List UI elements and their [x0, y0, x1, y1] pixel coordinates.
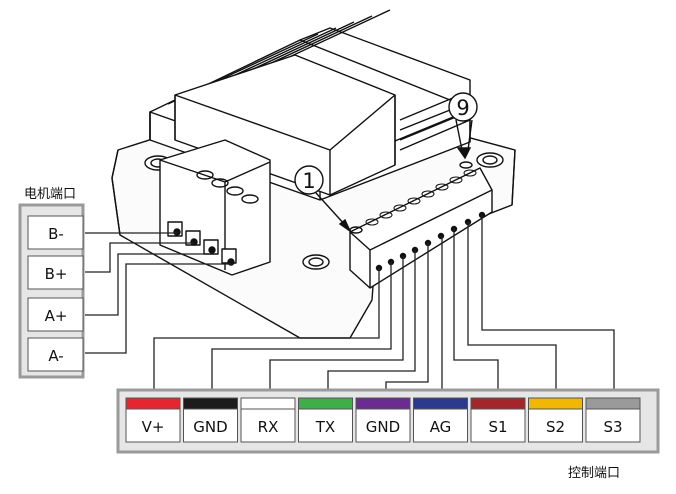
- motor-pin-b-plus: B+: [27, 255, 84, 290]
- wires: [85, 215, 615, 398]
- wire-v-plus: [153, 268, 380, 398]
- motor-pin-label: B+: [45, 265, 68, 283]
- wire-a-plus: [85, 253, 212, 316]
- control-pin-label: GND: [193, 418, 227, 436]
- control-pin-label: S1: [488, 418, 507, 436]
- wire-s3: [481, 215, 615, 398]
- wire-color-stripe: [183, 397, 238, 410]
- control-port-title: 控制端口: [568, 466, 620, 481]
- callout-pin-9: 9: [448, 92, 478, 122]
- wire-rx: [269, 256, 404, 398]
- wire-color-stripe: [298, 397, 353, 410]
- control-pin-label: S2: [546, 418, 565, 436]
- control-pin-s3-8: S3: [585, 397, 641, 443]
- wire-s1: [453, 229, 499, 398]
- control-pin-label: V+: [142, 418, 165, 436]
- wire-s2: [467, 222, 557, 398]
- wire-color-stripe: [470, 397, 526, 410]
- wire-a-minus: [85, 263, 231, 354]
- wire-b-plus: [85, 242, 194, 273]
- motor-pin-label: B-: [48, 225, 64, 243]
- control-pin-ag-5: AG: [413, 397, 468, 443]
- driver-module-illustration: [111, 9, 516, 339]
- control-pin-gnd-4: GND: [355, 397, 411, 443]
- motor-pin-label: A+: [45, 307, 68, 325]
- wire-color-stripe: [355, 397, 411, 410]
- pin-callout-arrows: [315, 119, 473, 234]
- control-pin-tx-3: TX: [298, 397, 353, 443]
- control-pin-s1-6: S1: [470, 397, 526, 443]
- wire-color-stripe: [240, 397, 296, 410]
- wire-gnd-1: [211, 262, 392, 398]
- control-pin-gnd-1: GND: [183, 397, 238, 443]
- control-pin-label: AG: [430, 418, 452, 436]
- control-pin-rx-2: RX: [240, 397, 296, 443]
- wire-color-stripe: [585, 397, 641, 410]
- control-pin-v-plus-0: V+: [125, 397, 181, 443]
- control-pin-label: GND: [366, 418, 400, 436]
- motor-port: 电机端口 B- B+ A+ A-: [18, 187, 85, 379]
- motor-port-title: 电机端口: [24, 187, 76, 202]
- wire-color-stripe: [413, 397, 468, 410]
- control-pin-label: TX: [315, 418, 335, 436]
- motor-pin-a-plus: A+: [27, 297, 84, 332]
- motor-pin-a-minus: A-: [27, 337, 84, 372]
- motor-pin-b-minus: B-: [27, 215, 84, 250]
- control-pin-label: RX: [258, 418, 279, 436]
- callout-pin-1-label: 1: [302, 169, 315, 193]
- wire-color-stripe: [528, 397, 583, 410]
- control-port: V+ GND RX TX GND AG S1 S2 S3 控制端口: [116, 388, 660, 481]
- wire-color-stripe: [125, 397, 181, 410]
- callout-pin-1: 1: [294, 165, 324, 195]
- motor-pin-label: A-: [48, 347, 63, 365]
- callout-pin-9-label: 9: [456, 96, 469, 120]
- control-pins: V+ GND RX TX GND AG S1 S2 S3: [125, 397, 641, 443]
- control-pin-label: S3: [603, 418, 622, 436]
- control-pin-s2-7: S2: [528, 397, 583, 443]
- wire-tx: [327, 250, 416, 398]
